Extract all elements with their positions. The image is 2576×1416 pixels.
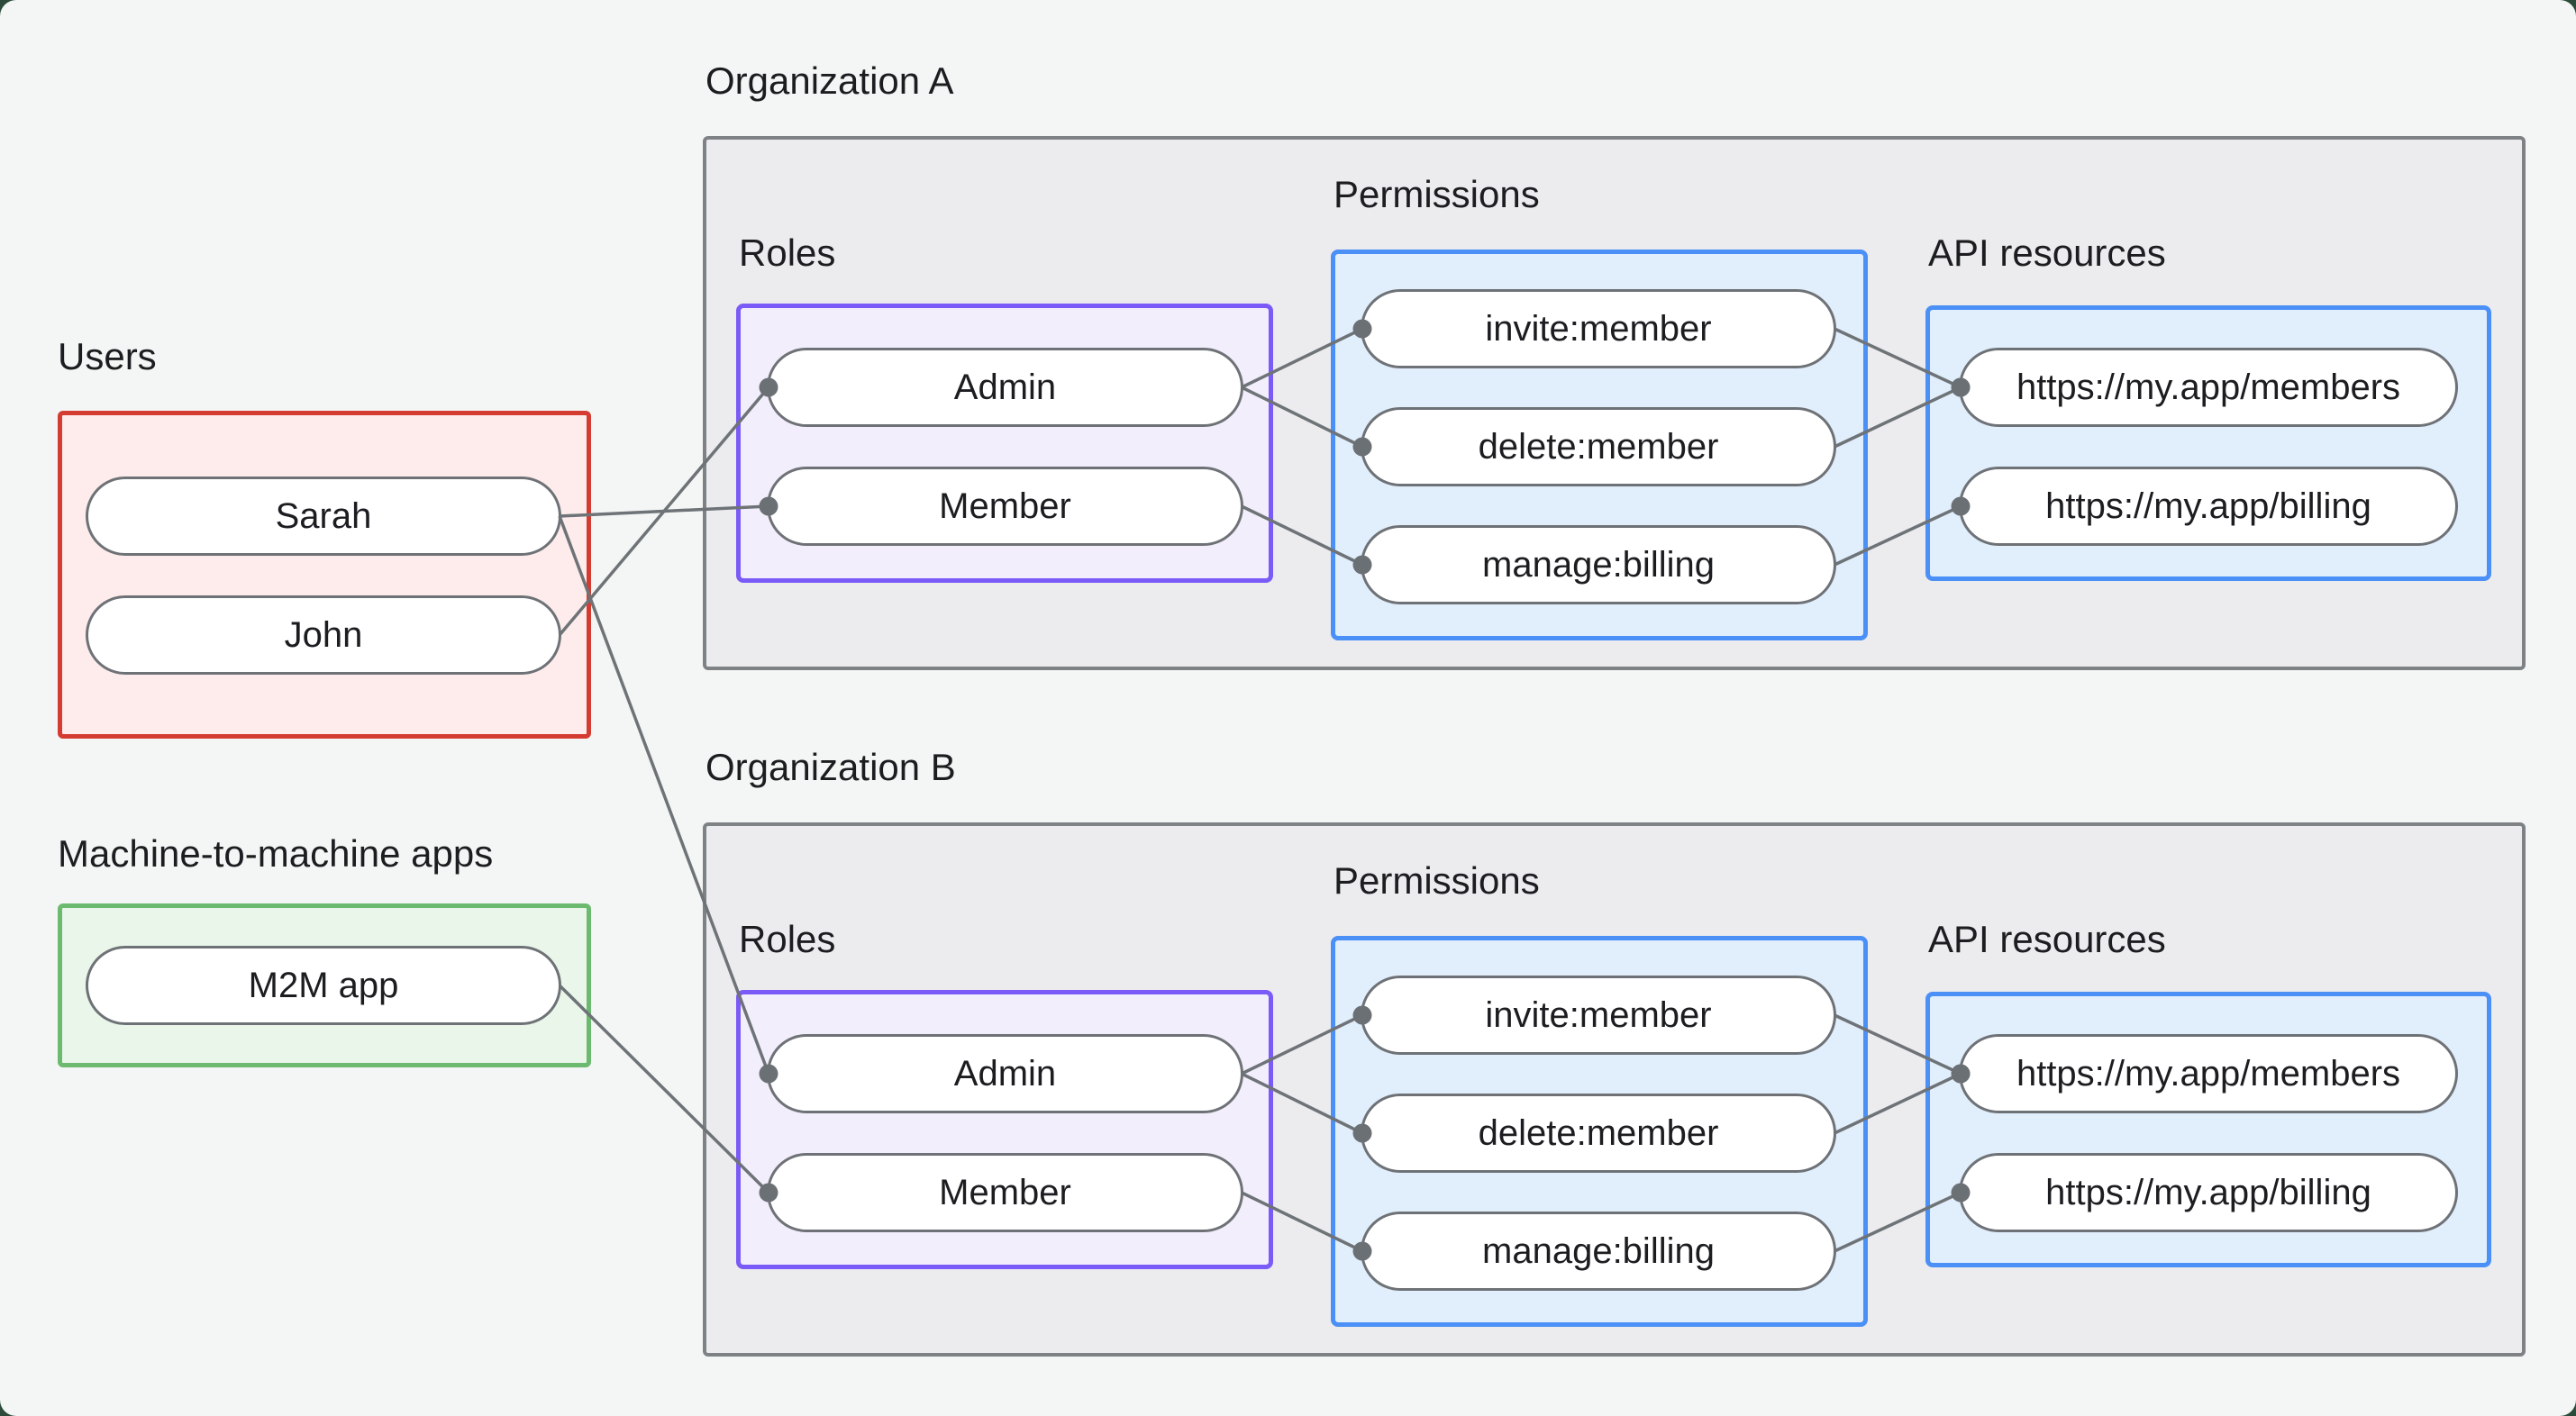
organization-a-api-resources-label: API resources [1928,231,2166,274]
node-user-sarah: Sarah [86,477,561,556]
node-orga-perm-invite: invite:member [1361,289,1836,368]
users-label: Users [58,335,157,377]
organization-a-title: Organization A [705,59,954,102]
node-orgb-perm-invite: invite:member [1361,976,1836,1055]
node-orgb-perm-delete: delete:member [1361,1094,1836,1173]
node-orgb-api-billing: https://my.app/billing [1959,1153,2458,1232]
organization-b-title: Organization B [705,746,956,788]
organization-b-api-resources-label: API resources [1928,918,2166,960]
node-orga-perm-manage: manage:billing [1361,525,1836,604]
node-orga-role-admin: Admin [767,348,1243,427]
node-orgb-role-admin: Admin [767,1034,1243,1113]
node-orgb-perm-manage: manage:billing [1361,1212,1836,1291]
node-user-john: John [86,595,561,675]
node-m2m-app: M2M app [86,946,561,1025]
node-orga-perm-delete: delete:member [1361,407,1836,486]
node-orgb-role-member: Member [767,1153,1243,1232]
node-orga-api-members: https://my.app/members [1959,348,2458,427]
organization-a-roles-label: Roles [739,231,836,274]
organization-b-permissions-label: Permissions [1334,859,1540,902]
node-orga-api-billing: https://my.app/billing [1959,467,2458,546]
node-orga-role-member: Member [767,467,1243,546]
node-orgb-api-members: https://my.app/members [1959,1034,2458,1113]
organization-a-permissions-label: Permissions [1334,173,1540,215]
m2m-apps-label: Machine-to-machine apps [58,832,494,875]
organization-b-roles-label: Roles [739,918,836,960]
users-group-box [58,411,591,739]
